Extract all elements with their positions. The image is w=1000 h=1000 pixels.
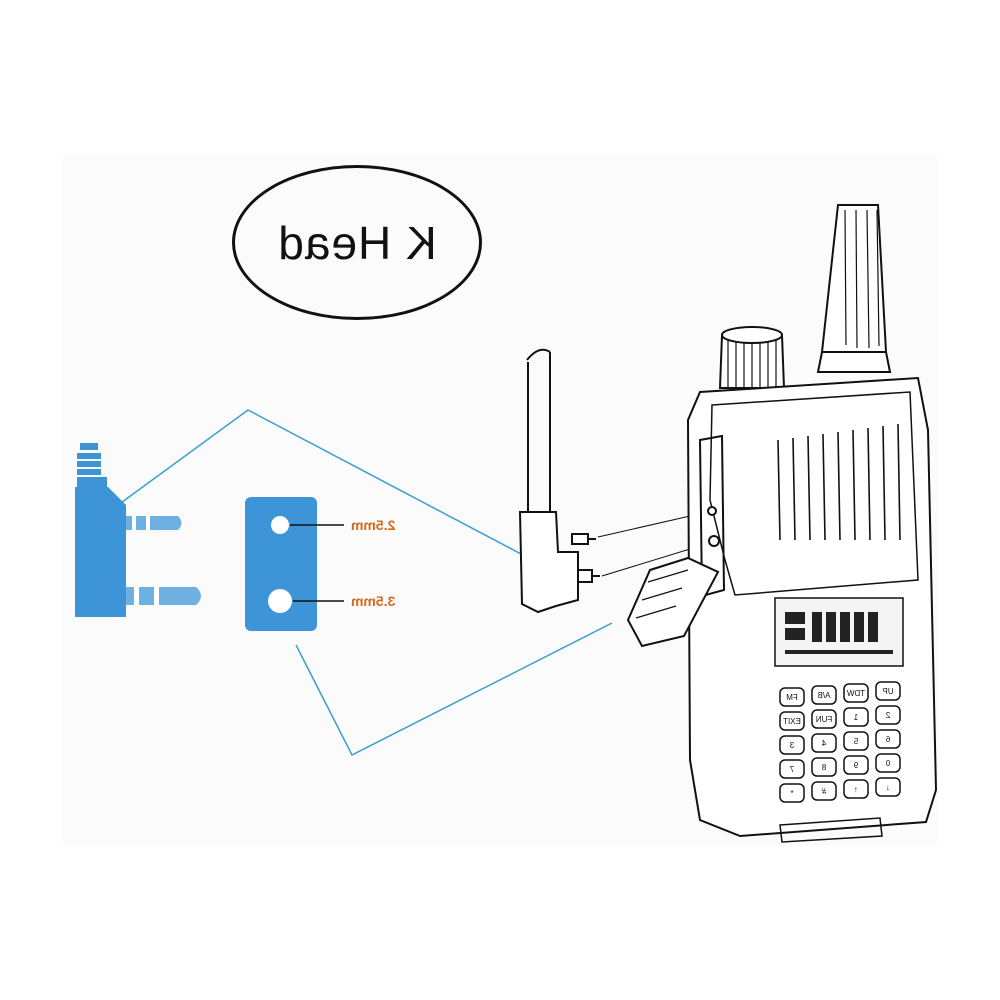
plug-pin-3-5mm bbox=[126, 587, 201, 605]
radio-key: 3 bbox=[779, 735, 805, 755]
radio-key-shape bbox=[779, 735, 805, 755]
radio-key: EXIT bbox=[779, 711, 805, 731]
radio-key-shape bbox=[875, 753, 901, 773]
radio-key-label: 0 bbox=[885, 759, 890, 768]
radio-keypad: FM A/B TDW UP EXIT FUN 1 2 3 4 5 6 7 8 9 0 * # ↑ ↓ bbox=[779, 681, 901, 803]
radio-speaker-grille bbox=[777, 423, 901, 541]
radio-key: FM bbox=[779, 687, 805, 707]
socket-face bbox=[245, 497, 344, 631]
radio-key: 4 bbox=[811, 733, 837, 753]
radio-key-label: 4 bbox=[821, 739, 826, 748]
radio-key: 8 bbox=[811, 757, 837, 777]
radio-antenna bbox=[820, 204, 888, 353]
label-3-5mm: 3.5mm bbox=[351, 593, 396, 609]
radio-key-label: * bbox=[790, 789, 793, 798]
radio-key-label: EXIT bbox=[783, 717, 801, 726]
radio-key: FUN bbox=[811, 709, 837, 729]
radio-key-shape bbox=[843, 755, 869, 775]
radio-key-shape bbox=[875, 681, 901, 701]
radio-key: 2 bbox=[875, 705, 901, 725]
headset-plug bbox=[518, 348, 600, 614]
radio-jack-area bbox=[698, 434, 726, 598]
radio-key-label: ↓ bbox=[886, 783, 890, 792]
radio-key: # bbox=[811, 781, 837, 801]
radio-key-label: A/B bbox=[818, 691, 831, 700]
radio-jack-cover bbox=[626, 556, 720, 648]
radio-key-shape bbox=[843, 683, 869, 703]
plug-pin-2-5mm bbox=[126, 516, 182, 530]
radio-key-shape bbox=[779, 783, 805, 803]
radio-key-label: 2 bbox=[885, 711, 890, 720]
socket-hole-2-5mm bbox=[271, 516, 289, 534]
radio-key-label: 6 bbox=[885, 735, 890, 744]
radio-key-label: 3 bbox=[789, 741, 794, 750]
radio-key-shape bbox=[875, 705, 901, 725]
radio-key-shape bbox=[843, 707, 869, 727]
socket-hole-3-5mm bbox=[268, 589, 292, 613]
radio-key: 6 bbox=[875, 729, 901, 749]
callout-line-upper bbox=[117, 409, 524, 556]
radio-key-shape bbox=[811, 685, 837, 705]
radio-key-shape bbox=[811, 709, 837, 729]
radio-key-shape bbox=[811, 733, 837, 753]
radio-key: ↓ bbox=[875, 777, 901, 797]
radio-key: 7 bbox=[779, 759, 805, 779]
radio-key-label: 7 bbox=[789, 765, 794, 774]
radio-key: TDW bbox=[843, 683, 869, 703]
radio-key: 9 bbox=[843, 755, 869, 775]
radio-key-shape bbox=[843, 779, 869, 799]
k-plug-icon bbox=[75, 443, 201, 617]
radio-key: 1 bbox=[843, 707, 869, 727]
radio-key-shape bbox=[779, 711, 805, 731]
radio-key-shape bbox=[875, 729, 901, 749]
radio-key: * bbox=[779, 783, 805, 803]
radio-key-label: 8 bbox=[821, 763, 826, 772]
radio-key-shape bbox=[811, 757, 837, 777]
radio-key-label: 9 bbox=[853, 761, 858, 770]
callout-line-lower bbox=[295, 622, 613, 757]
radio-key: A/B bbox=[811, 685, 837, 705]
radio-key: UP bbox=[875, 681, 901, 701]
radio-key-label: FM bbox=[786, 693, 798, 702]
radio-key-label: # bbox=[821, 787, 826, 796]
radio-key-label: ↑ bbox=[854, 785, 858, 794]
radio-key-shape bbox=[779, 687, 805, 707]
radio-key-shape bbox=[875, 777, 901, 797]
radio-key-label: FUN bbox=[816, 715, 833, 724]
radio-key: ↑ bbox=[843, 779, 869, 799]
label-2-5mm: 2.5mm bbox=[351, 517, 396, 533]
radio-key-label: 1 bbox=[853, 713, 858, 722]
callout-lines bbox=[117, 409, 613, 757]
radio-key: 0 bbox=[875, 753, 901, 773]
radio-key-shape bbox=[843, 731, 869, 751]
radio-key-label: 5 bbox=[853, 737, 858, 746]
radio-key-label: TDW bbox=[846, 689, 865, 698]
radio-key: 5 bbox=[843, 731, 869, 751]
title-ellipse bbox=[232, 165, 482, 320]
radio-key-label: UP bbox=[882, 687, 893, 696]
walkie-talkie-icon: FM A/B TDW UP EXIT FUN 1 2 3 4 5 6 7 8 9 0 * # ↑ ↓ bbox=[626, 204, 938, 843]
radio-key-shape bbox=[779, 759, 805, 779]
radio-key-shape bbox=[811, 781, 837, 801]
